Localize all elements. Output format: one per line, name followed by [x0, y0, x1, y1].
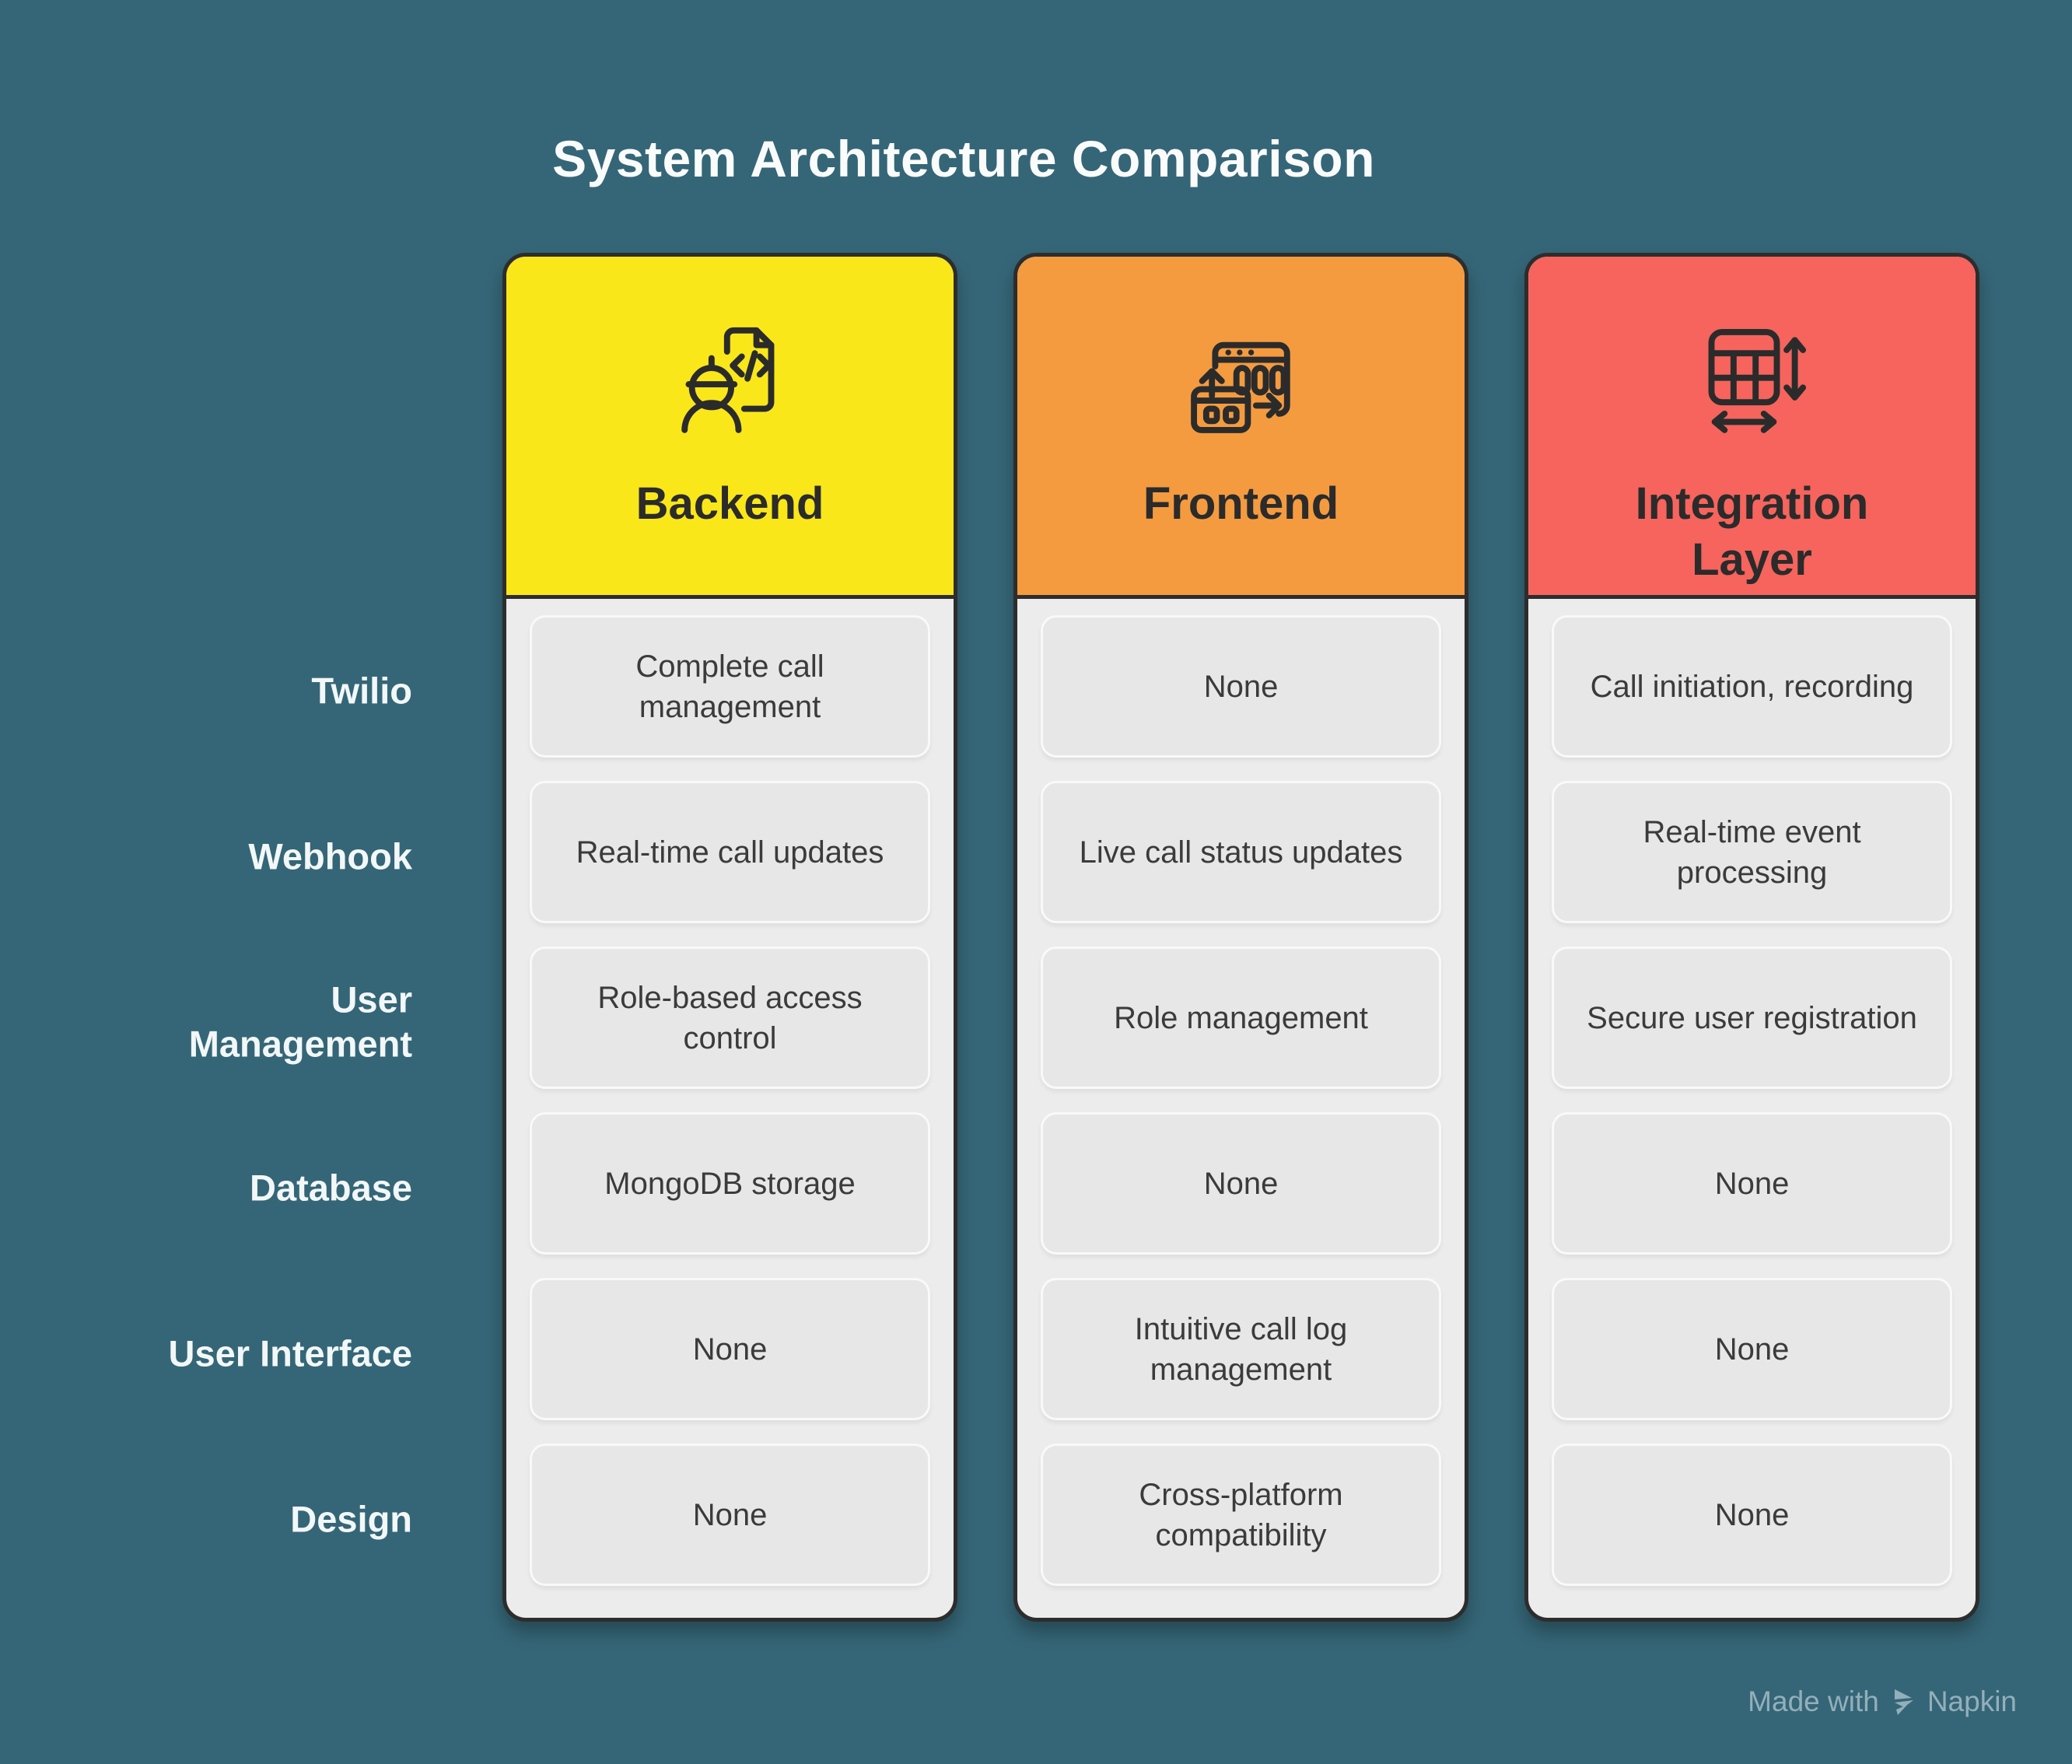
- cell-frontend-design: Cross-platform compatibility: [1041, 1444, 1441, 1586]
- cell-integration-user-interface: None: [1552, 1278, 1952, 1420]
- column-card-backend: Backend Complete call management Real-ti…: [502, 253, 957, 1622]
- column-card-frontend: Frontend None Live call status updates R…: [1013, 253, 1468, 1622]
- page-title: System Architecture Comparison: [552, 130, 1375, 187]
- cell-frontend-user-interface: Intuitive call log management: [1041, 1278, 1441, 1420]
- cell-backend-webhook: Real-time call updates: [530, 781, 930, 923]
- column-header-integration: Integration Layer: [1528, 257, 1976, 599]
- engineer-code-icon: [681, 327, 774, 433]
- row-label-design: Design: [290, 1498, 412, 1540]
- cell-frontend-database: None: [1041, 1112, 1441, 1255]
- cell-integration-user-management: Secure user registration: [1552, 947, 1952, 1089]
- column-card-integration: Integration Layer Call initiation, recor…: [1524, 253, 1979, 1622]
- cell-integration-design: None: [1552, 1444, 1952, 1586]
- row-label-database: Database: [250, 1167, 412, 1209]
- cell-backend-user-interface: None: [530, 1278, 930, 1420]
- cell-backend-user-management: Role-based access control: [530, 947, 930, 1089]
- column-title-integration: Integration Layer: [1635, 478, 1869, 585]
- table-resize-icon: [1708, 328, 1806, 433]
- column-header-frontend: Frontend: [1017, 257, 1465, 599]
- column-body-frontend: None Live call status updates Role manag…: [1017, 599, 1465, 1618]
- cell-integration-database: None: [1552, 1112, 1952, 1255]
- column-title-frontend: Frontend: [1143, 478, 1339, 529]
- cell-frontend-twilio: None: [1041, 615, 1441, 758]
- cell-backend-database: MongoDB storage: [530, 1112, 930, 1255]
- cell-integration-twilio: Call initiation, recording: [1552, 615, 1952, 758]
- watermark: Made with Napkin: [1748, 1685, 2017, 1719]
- column-body-integration: Call initiation, recording Real-time eve…: [1528, 599, 1976, 1618]
- cell-frontend-webhook: Live call status updates: [1041, 781, 1441, 923]
- browser-transfer-icon: [1190, 341, 1290, 433]
- column-title-backend: Backend: [635, 478, 824, 529]
- cell-backend-design: None: [530, 1444, 930, 1586]
- row-label-twilio: Twilio: [311, 670, 412, 712]
- column-body-backend: Complete call management Real-time call …: [506, 599, 954, 1618]
- napkin-logo-icon: [1894, 1689, 1913, 1715]
- column-header-backend: Backend: [506, 257, 954, 599]
- watermark-made-with: Made with: [1748, 1685, 1879, 1717]
- cell-backend-twilio: Complete call management: [530, 615, 930, 758]
- watermark-brand: Napkin: [1927, 1685, 2017, 1717]
- row-label-webhook: Webhook: [248, 835, 412, 877]
- cell-frontend-user-management: Role management: [1041, 947, 1441, 1089]
- cell-integration-webhook: Real-time event processing: [1552, 781, 1952, 923]
- row-label-user-management: User Management: [188, 978, 412, 1065]
- row-label-user-interface: User Interface: [168, 1332, 413, 1374]
